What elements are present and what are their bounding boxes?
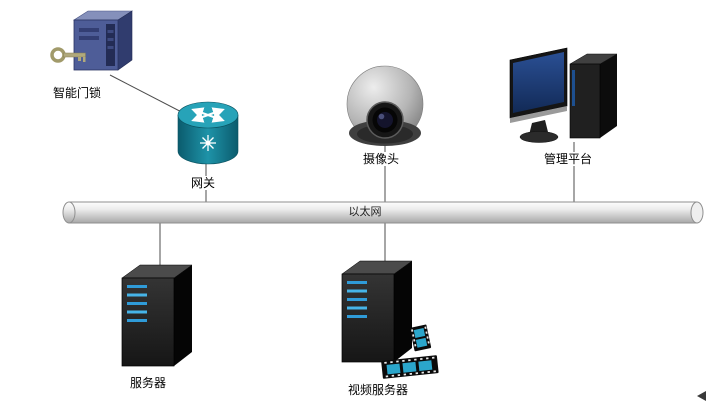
smart-lock-label: 智能门锁 (52, 86, 103, 100)
corner-artifact (697, 391, 706, 401)
gateway-label: 网关 (190, 176, 217, 190)
node-video-server (330, 254, 420, 370)
ethernet-bus-label: 以太网 (348, 205, 382, 218)
node-management-platform (505, 40, 629, 152)
node-server (110, 258, 200, 374)
camera-lens-icon (366, 101, 404, 139)
server-label: 服务器 (129, 376, 168, 390)
camera-icon (346, 65, 424, 146)
film-strip (380, 324, 442, 384)
server-leds (127, 285, 147, 322)
server-icon (121, 264, 193, 367)
video-server-label: 视频服务器 (347, 383, 410, 397)
monitor-icon (509, 47, 568, 143)
node-camera (342, 60, 428, 150)
gateway-icon (177, 101, 239, 165)
ethernet-pipe-icon (62, 201, 704, 224)
node-smart-lock (48, 8, 140, 88)
key-icon (50, 47, 86, 63)
computer-tower-icon (569, 53, 618, 139)
node-gateway (175, 97, 241, 175)
smart-lock-icon (50, 10, 134, 71)
server-leds (347, 281, 367, 318)
ethernet-bus (62, 199, 704, 227)
film-strip-icon (381, 324, 439, 379)
video-server-icon (341, 260, 413, 363)
router-arrows-icon (191, 107, 225, 123)
camera-label: 摄像头 (362, 152, 401, 166)
management-platform-icon (509, 47, 618, 143)
management-platform-label: 管理平台 (543, 152, 594, 166)
